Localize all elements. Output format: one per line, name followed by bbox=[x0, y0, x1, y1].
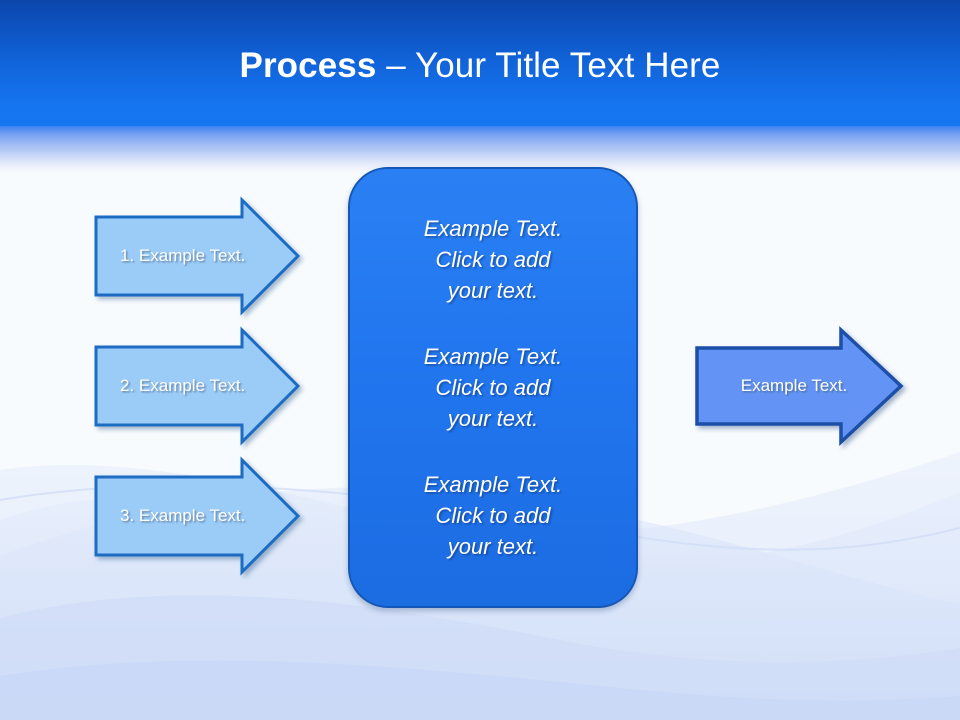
center-text-block-2: Example Text. Click to add your text. bbox=[423, 343, 563, 431]
page-title-rest: – Your Title Text Here bbox=[376, 46, 721, 85]
page-title-bold: Process bbox=[239, 46, 377, 85]
process-step-arrow-3[interactable]: 3. Example Text. bbox=[92, 456, 302, 576]
arrow-right-shape-icon bbox=[695, 325, 904, 447]
center-text-block-3: Example Text. Click to add your text. bbox=[423, 472, 563, 560]
header-gradient-fade bbox=[0, 126, 960, 172]
arrow-right-shape-icon bbox=[94, 196, 301, 316]
center-text-block-1: Example Text. Click to add your text. bbox=[423, 215, 563, 303]
header-band bbox=[0, 0, 960, 126]
arrow-right-shape-icon bbox=[94, 326, 301, 446]
process-step-arrow-1[interactable]: 1. Example Text. bbox=[92, 196, 302, 316]
process-step-arrow-2[interactable]: 2. Example Text. bbox=[92, 326, 302, 446]
process-center-panel[interactable]: Example Text. Click to add your text. Ex… bbox=[348, 167, 638, 608]
process-output-arrow[interactable]: Example Text. bbox=[693, 325, 908, 447]
arrow-right-shape-icon bbox=[94, 456, 301, 576]
page-title: Process – Your Title Text Here bbox=[0, 46, 960, 86]
